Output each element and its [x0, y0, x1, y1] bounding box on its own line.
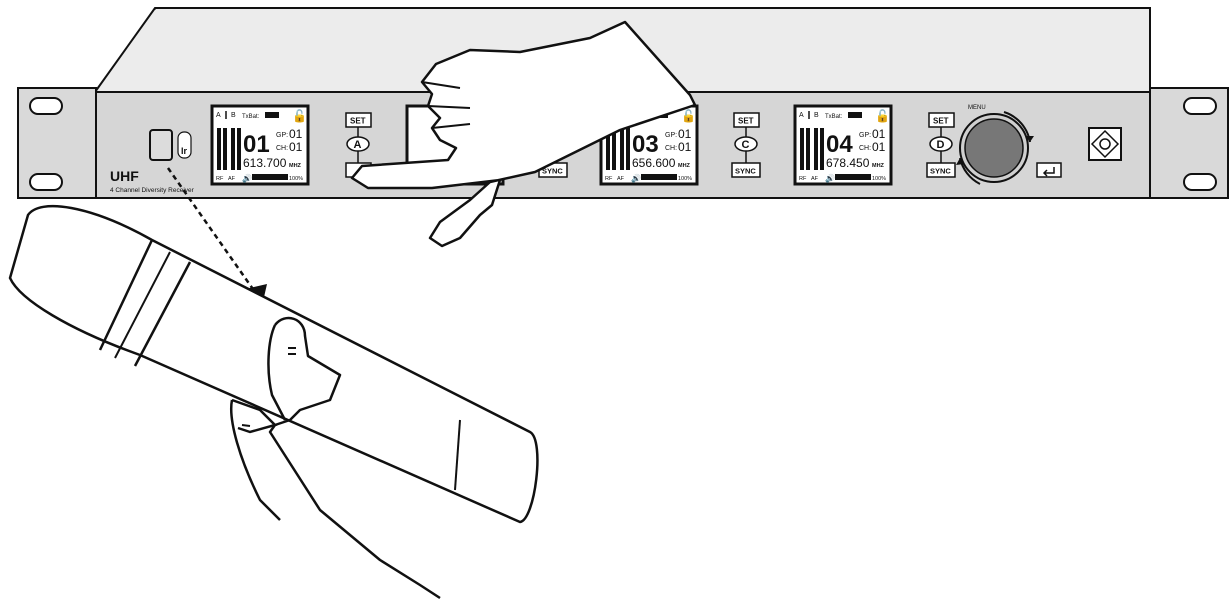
sync-label: SYNC [542, 167, 563, 176]
battery-pct: 100% [872, 176, 886, 182]
af-label: AF [811, 176, 819, 182]
set-button-c[interactable] [733, 112, 760, 128]
ch-label: CH: [276, 145, 288, 152]
lock-icon: 🔓 [292, 109, 307, 123]
frequency: 678.450 [826, 156, 870, 170]
channel-a-label: A [354, 139, 362, 151]
rf-label: RF [216, 176, 224, 182]
antenna-b-label: B [814, 112, 819, 119]
txbat-label: TxBat: [242, 114, 260, 120]
sync-label: SYNC [930, 167, 951, 176]
sync-label: SYNC [735, 167, 756, 176]
gp-value: 01 [289, 127, 303, 141]
lock-icon: 🔓 [875, 109, 890, 123]
mhz-label: MHZ [872, 163, 885, 169]
antenna-a-label: A [216, 112, 221, 119]
gp-label: GP: [276, 132, 288, 139]
frequency: 613.700 [243, 156, 287, 170]
gp-label: GP: [859, 132, 871, 139]
button-group-d: SET D SYNC [926, 112, 956, 178]
antenna-a-label: A [799, 112, 804, 119]
ch-value: 01 [872, 140, 886, 154]
ir-label: Ir [181, 146, 188, 156]
mount-hole [1183, 97, 1217, 115]
rf-label: RF [605, 176, 613, 182]
back-button[interactable] [1036, 162, 1062, 178]
hand-icon [230, 316, 441, 600]
speaker-icon: 🔊 [242, 173, 252, 183]
mount-hole [29, 173, 63, 191]
battery-pct: 100% [289, 176, 303, 182]
button-group-c: SET C SYNC [731, 112, 761, 178]
back-icon [1042, 167, 1055, 177]
set-label: SET [350, 117, 366, 126]
select-button-a[interactable] [346, 136, 370, 152]
frequency: 656.600 [632, 156, 676, 170]
sync-button-c[interactable] [731, 162, 761, 178]
ir-icon [177, 131, 192, 159]
brand-label: UHF [110, 168, 139, 184]
lcd-channel-a: A B TxBat: 🔓 01 GP: 01 CH: 01 613.700 MH… [210, 104, 310, 186]
set-label: SET [933, 117, 949, 126]
channel-number: 04 [826, 131, 853, 158]
channel-d-label: D [937, 139, 945, 151]
speaker-icon: 🔊 [631, 173, 641, 183]
sync-button-d[interactable] [926, 162, 956, 178]
select-button-d[interactable] [929, 136, 953, 152]
rf-label: RF [799, 176, 807, 182]
af-label: AF [617, 176, 625, 182]
microphone-icon [8, 204, 539, 524]
ir-window [149, 129, 173, 161]
ch-label: CH: [665, 145, 677, 152]
power-button[interactable] [1088, 127, 1122, 161]
model-label: 4 Channel Diversity Receiver [110, 187, 195, 194]
af-label: AF [228, 176, 236, 182]
lock-icon: 🔓 [681, 109, 696, 123]
ch-label: CH: [859, 145, 871, 152]
set-button-a[interactable] [345, 112, 372, 128]
select-button-c[interactable] [734, 136, 758, 152]
set-button-d[interactable] [928, 112, 955, 128]
mhz-label: MHZ [678, 163, 691, 169]
lcd-channel-d: A B TxBat: 🔓 04 GP: 01 CH: 01 678.450 MH… [793, 104, 893, 186]
speaker-icon: 🔊 [825, 173, 835, 183]
gp-value: 01 [872, 127, 886, 141]
ch-value: 01 [678, 140, 692, 154]
mhz-label: MHZ [289, 163, 302, 169]
channel-number: 01 [243, 131, 270, 158]
menu-knob[interactable]: MENU [956, 105, 1034, 185]
txbat-label: TxBat: [825, 114, 843, 120]
channel-c-label: C [742, 139, 750, 151]
gp-label: GP: [665, 132, 677, 139]
antenna-b-label: B [231, 112, 236, 119]
gp-value: 01 [678, 127, 692, 141]
ch-value: 01 [289, 140, 303, 154]
battery-pct: 100% [678, 176, 692, 182]
mount-hole [1183, 173, 1217, 191]
channel-number: 03 [632, 131, 659, 158]
mount-hole [29, 97, 63, 115]
set-label: SET [738, 117, 754, 126]
menu-label: MENU [968, 105, 986, 111]
ir-sync-arrow [166, 167, 257, 293]
